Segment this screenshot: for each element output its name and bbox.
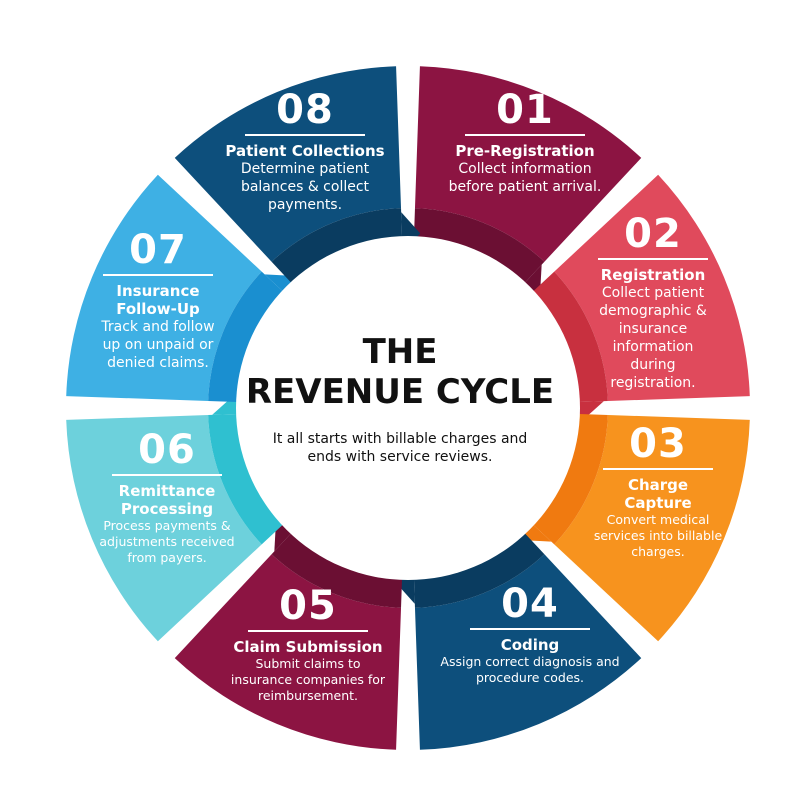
arrow-01	[513, 264, 542, 296]
desc-line: denied claims.	[107, 355, 209, 371]
desc-line: Process payments &	[103, 518, 231, 533]
step-title: Coding	[500, 636, 560, 654]
center-subtitle-line: ends with service reviews.	[307, 449, 493, 465]
desc-line: adjustments received	[99, 534, 235, 549]
center-subtitle-line: It all starts with billable charges and	[272, 431, 528, 447]
center-title: THE REVENUE CYCLE	[240, 332, 560, 412]
step-05: 05 Claim Submission Submit claims to ins…	[208, 584, 408, 704]
step-04: 04 Coding Assign correct diagnosis and p…	[420, 582, 640, 686]
step-number: 04	[501, 581, 559, 627]
center-title-line: THE	[362, 332, 438, 372]
step-divider	[470, 628, 590, 630]
step-02: 02 Registration Collect patient demograp…	[578, 212, 728, 392]
step-description: Submit claims to insurance companies for…	[208, 656, 408, 704]
desc-line: Collect information	[458, 161, 592, 177]
step-description: Collect patient demographic & insurance …	[578, 284, 728, 392]
step-number: 05	[279, 583, 337, 629]
step-number: 02	[624, 211, 682, 257]
step-description: Process payments & adjustments received …	[82, 518, 252, 566]
step-title: Patient Collections	[225, 142, 385, 160]
step-07: 07 Insurance Follow-Up Track and follow …	[78, 228, 238, 372]
center-title-line: REVENUE CYCLE	[245, 372, 555, 412]
step-divider	[112, 474, 222, 476]
desc-line: demographic &	[599, 303, 707, 319]
desc-line: services into billable	[593, 528, 723, 543]
step-title: Pre-Registration	[455, 142, 595, 160]
center-subtitle: It all starts with billable charges and …	[240, 430, 560, 466]
desc-line: payments.	[267, 197, 343, 213]
step-number: 08	[276, 87, 334, 133]
desc-line: from payers.	[127, 550, 207, 565]
desc-line: information	[612, 339, 694, 355]
step-title: Remittance Processing	[118, 482, 216, 518]
step-description: Track and follow up on unpaid or denied …	[78, 318, 238, 372]
desc-line: registration.	[610, 375, 696, 391]
step-08: 08 Patient Collections Determine patient…	[205, 88, 405, 214]
arrow-03	[520, 513, 552, 542]
desc-line: Track and follow	[101, 319, 215, 335]
step-number: 06	[138, 427, 196, 473]
step-divider	[465, 134, 585, 136]
segment-02	[554, 174, 750, 402]
step-description: Collect information before patient arriv…	[420, 160, 630, 196]
center-circle	[236, 236, 580, 580]
desc-line: Determine patient	[240, 161, 370, 177]
step-divider	[598, 258, 708, 260]
segment-08	[174, 66, 402, 262]
step-title: Claim Submission	[233, 638, 383, 656]
desc-line: insurance	[618, 321, 688, 337]
segment-05	[174, 554, 402, 750]
step-title: Charge Capture	[624, 476, 692, 512]
step-number: 01	[496, 87, 554, 133]
segment-03	[554, 414, 750, 642]
step-divider	[248, 630, 368, 632]
desc-line: before patient arrival.	[448, 179, 602, 195]
desc-line: up on unpaid or	[102, 337, 214, 353]
desc-line: Collect patient	[601, 285, 705, 301]
desc-line: balances & collect	[240, 179, 370, 195]
step-06: 06 Remittance Processing Process payment…	[82, 428, 252, 566]
step-title: Insurance Follow-Up	[116, 282, 200, 318]
step-03: 03 Charge Capture Convert medical servic…	[583, 422, 733, 560]
desc-line: Convert medical	[606, 512, 710, 527]
desc-line: Submit claims to	[255, 656, 361, 671]
desc-line: Assign correct diagnosis and	[440, 654, 620, 669]
step-divider	[103, 274, 213, 276]
desc-line: reimbursement.	[257, 688, 359, 703]
desc-line: charges.	[631, 544, 685, 559]
step-number: 03	[629, 421, 687, 467]
step-description: Convert medical services into billable c…	[583, 512, 733, 560]
segment-01	[414, 66, 642, 262]
step-01: 01 Pre-Registration Collect information …	[420, 88, 630, 196]
segment-06	[66, 414, 262, 642]
step-divider	[245, 134, 365, 136]
step-number: 07	[129, 227, 187, 273]
step-divider	[603, 468, 713, 470]
step-title: Registration	[600, 266, 706, 284]
segment-07	[66, 174, 262, 402]
step-description: Determine patient balances & collect pay…	[205, 160, 405, 214]
segment-04	[414, 554, 642, 750]
desc-line: procedure codes.	[475, 670, 585, 685]
desc-line: insurance companies for	[230, 672, 386, 687]
step-description: Assign correct diagnosis and procedure c…	[420, 654, 640, 686]
desc-line: during	[630, 357, 676, 373]
